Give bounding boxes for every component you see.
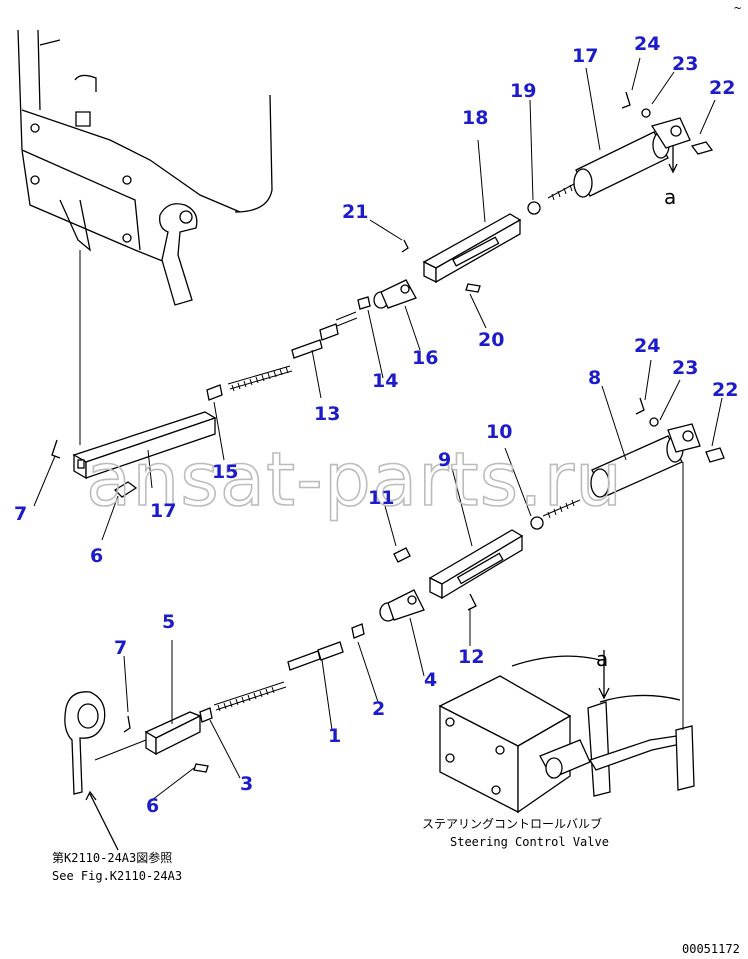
part-8-cylinder bbox=[530, 397, 725, 530]
callout-14: 14 bbox=[372, 370, 398, 392]
drawing-number: 00051172 bbox=[682, 942, 740, 956]
callout-17-top: 17 bbox=[572, 45, 598, 67]
leader-lines bbox=[33, 57, 723, 851]
steering-control-valve bbox=[438, 462, 695, 814]
part-4-clevis-lower bbox=[379, 589, 425, 622]
callout-4: 4 bbox=[424, 669, 437, 691]
callout-2: 2 bbox=[372, 698, 385, 720]
corner-mark: ~ bbox=[734, 1, 741, 15]
callout-6-low: 6 bbox=[146, 795, 159, 817]
valve-caption-en: Steering Control Valve bbox=[450, 835, 609, 849]
callout-1: 1 bbox=[328, 725, 341, 747]
callout-11: 11 bbox=[368, 487, 394, 509]
part-17-bar-left bbox=[51, 411, 217, 498]
callout-16: 16 bbox=[412, 347, 438, 369]
part-1-rod-lower bbox=[199, 623, 365, 723]
callout-22-mid: 22 bbox=[712, 379, 738, 401]
callout-21: 21 bbox=[342, 201, 368, 223]
callout-23-mid: 23 bbox=[672, 357, 698, 379]
callout-22-top: 22 bbox=[709, 77, 735, 99]
mark-a-bottom: a bbox=[596, 647, 608, 671]
part-9-lever bbox=[393, 529, 524, 611]
frame-bracket bbox=[17, 29, 273, 445]
callout-3: 3 bbox=[240, 773, 253, 795]
part-5-block bbox=[64, 691, 209, 795]
callout-23-top: 23 bbox=[672, 53, 698, 75]
callout-6-left: 6 bbox=[90, 545, 103, 567]
callouts: 17 24 23 22 19 18 21 20 16 14 13 15 17 7… bbox=[14, 33, 738, 817]
callout-13: 13 bbox=[314, 403, 340, 425]
part-13-rod-upper bbox=[206, 296, 371, 401]
callout-9: 9 bbox=[438, 449, 451, 471]
reference-caption-jp: 第K2110-24A3図参照 bbox=[52, 850, 172, 865]
callout-7-low: 7 bbox=[114, 637, 127, 659]
callout-24-top: 24 bbox=[634, 33, 660, 55]
callout-20: 20 bbox=[478, 329, 504, 351]
callout-7-left: 7 bbox=[14, 503, 27, 525]
callout-5: 5 bbox=[162, 611, 175, 633]
reference-caption-en: See Fig.K2110-24A3 bbox=[52, 869, 182, 883]
callout-8: 8 bbox=[588, 367, 601, 389]
part-18-lever bbox=[401, 201, 541, 293]
part-17-cylinder bbox=[547, 91, 714, 201]
valve-caption-jp: ステアリングコントロールバルブ bbox=[422, 816, 602, 831]
mark-a-top: a bbox=[664, 185, 676, 209]
callout-10: 10 bbox=[486, 421, 512, 443]
callout-19: 19 bbox=[510, 80, 536, 102]
callout-24-mid: 24 bbox=[634, 335, 660, 357]
callout-18: 18 bbox=[462, 107, 488, 129]
callout-12: 12 bbox=[458, 646, 484, 668]
callout-17-left: 17 bbox=[150, 500, 176, 522]
part-16-clevis-upper bbox=[373, 279, 417, 309]
watermark: ansat-parts.ru bbox=[86, 437, 623, 523]
callout-15: 15 bbox=[212, 461, 238, 483]
